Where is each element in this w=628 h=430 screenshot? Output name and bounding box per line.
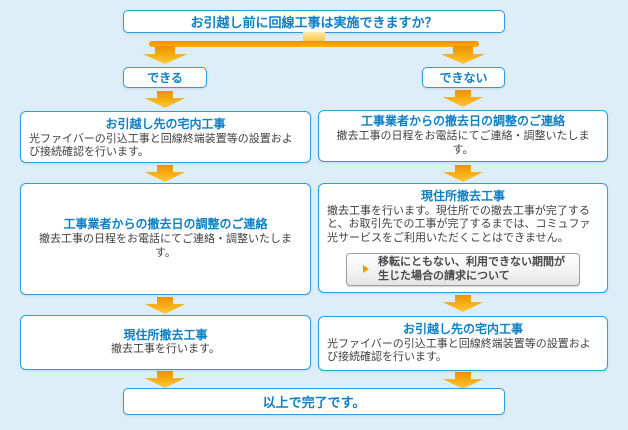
step-box-left-home-construction: お引越し先の宅内工事 光ファイバーの引込工事と回線終端装置等の設置および接続確認… [20, 111, 311, 163]
done-text: 以上で完了です。 [262, 395, 366, 410]
billing-info-button[interactable]: 移転にともない、利用できない期間が生じた場合の請求について [346, 252, 580, 286]
branch-no-label: できない [439, 71, 488, 85]
step-title: 工事業者からの撤去日の調整のご連絡 [360, 114, 565, 129]
down-arrow-icon [145, 165, 185, 182]
down-arrow-icon [443, 90, 483, 107]
step-title: お引越し先の宅内工事 [402, 322, 523, 336]
done-box: 以上で完了です。 [123, 388, 505, 415]
step-box-right-removal-schedule: 工事業者からの撤去日の調整のご連絡 撤去工事の日程をお電話にてご連絡・調整いたし… [318, 110, 608, 162]
step-title: 現住所撤去工事 [420, 189, 505, 203]
down-arrow-icon [145, 297, 185, 314]
branch-yes-label: できる [147, 71, 183, 85]
step-body: 撤去工事を行います。 [111, 343, 220, 356]
connector-stub [303, 32, 325, 42]
question-box: お引越し前に回線工事は実施できますか？ [123, 10, 505, 33]
step-box-left-removal-schedule: 工事業者からの撤去日の調整のご連絡 撤去工事の日程をお電話にてご連絡・調整いたし… [20, 183, 311, 295]
connector-bar [149, 41, 479, 47]
step-body: 光ファイバーの引込工事と回線終端装置等の設置および接続確認を行います。 [327, 337, 591, 364]
branch-yes-box: できる [123, 67, 207, 88]
step-box-left-removal-work: 現住所撤去工事 撤去工事を行います。 [20, 315, 311, 370]
step-title: お引越し先の宅内工事 [105, 117, 226, 131]
step-box-right-home-construction: お引越し先の宅内工事 光ファイバーの引込工事と回線終端装置等の設置および接続確認… [318, 316, 608, 371]
branch-no-box: できない [422, 67, 505, 88]
down-arrow-icon [443, 295, 483, 312]
step-body: 光ファイバーの引込工事と回線終端装置等の設置および接続確認を行います。 [29, 132, 293, 159]
billing-info-button-label: 移転にともない、利用できない期間が生じた場合の請求について [378, 255, 565, 283]
step-body: 撤去工事を行います。現住所での撤去工事が完了すると、お取引先での工事が完了するま… [327, 204, 591, 245]
down-arrow-icon [145, 371, 185, 388]
step-title: 工事業者からの撤去日の調整のご連絡 [63, 217, 268, 232]
down-arrow-icon [143, 46, 187, 64]
down-arrow-icon [441, 46, 485, 64]
down-arrow-icon [443, 372, 483, 389]
arrow-right-icon [363, 265, 369, 274]
question-text: お引越し前に回線工事は実施できますか？ [190, 15, 438, 30]
step-body: 撤去工事の日程をお電話にてご連絡・調整いたします。 [336, 130, 590, 156]
step-body: 撤去工事の日程をお電話にてご連絡・調整いたします。 [39, 233, 292, 259]
step-title: 現住所撤去工事 [123, 327, 208, 342]
down-arrow-icon [443, 165, 483, 182]
down-arrow-icon [145, 91, 185, 108]
step-box-right-removal-work: 現住所撤去工事 撤去工事を行います。現住所での撤去工事が完了すると、お取引先での… [318, 183, 608, 293]
